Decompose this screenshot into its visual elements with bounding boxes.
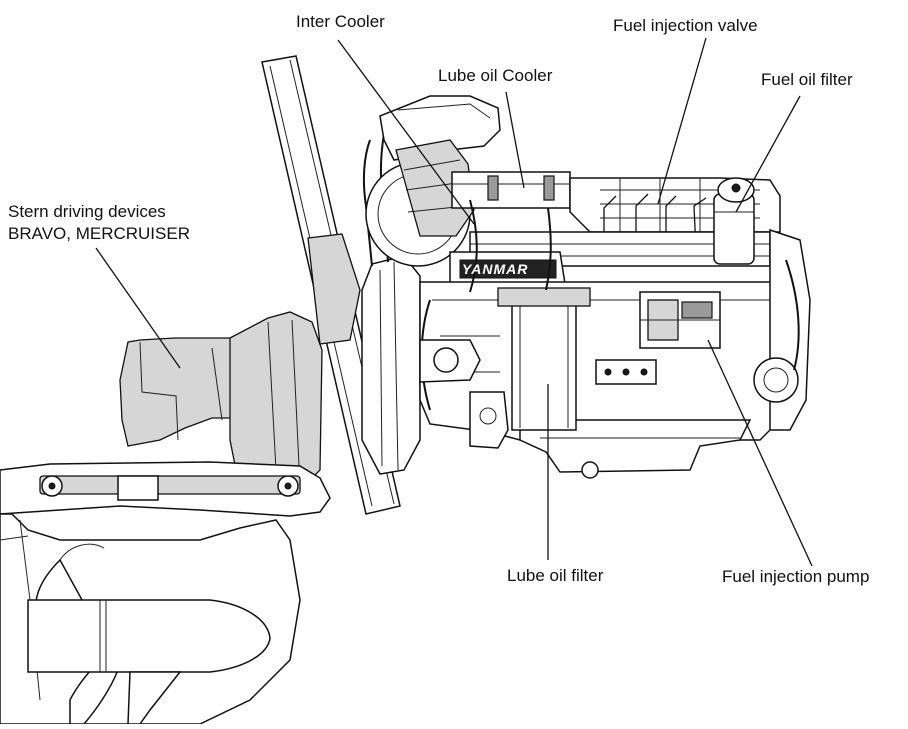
label-fuel-oil-filter: Fuel oil filter [761, 70, 853, 89]
label-fuel-injection-pump: Fuel injection pump [722, 567, 870, 586]
engine-brand-text: YANMAR [462, 261, 529, 277]
marine-engine [361, 95, 811, 479]
leader-lube-oil-cooler [505, 91, 525, 189]
leader-fuel-injection-pump [707, 339, 813, 567]
label-lube-oil-filter: Lube oil filter [507, 566, 604, 585]
label-stern-drive-line1: Stern driving devices [8, 202, 166, 221]
leader-fuel-oil-filter [735, 95, 801, 213]
label-stern-drive-line2: BRAVO, MERCRUISER [8, 224, 190, 243]
label-fuel-injection-valve: Fuel injection valve [613, 16, 758, 35]
label-inter-cooler: Inter Cooler [296, 12, 385, 31]
leader-lines [95, 37, 813, 567]
leader-stern-drive [95, 247, 181, 369]
stern-drive-unit [0, 311, 331, 725]
leader-inter-cooler [337, 39, 475, 225]
label-lube-oil-cooler: Lube oil Cooler [438, 66, 553, 85]
leader-fuel-injection-valve [657, 37, 707, 205]
